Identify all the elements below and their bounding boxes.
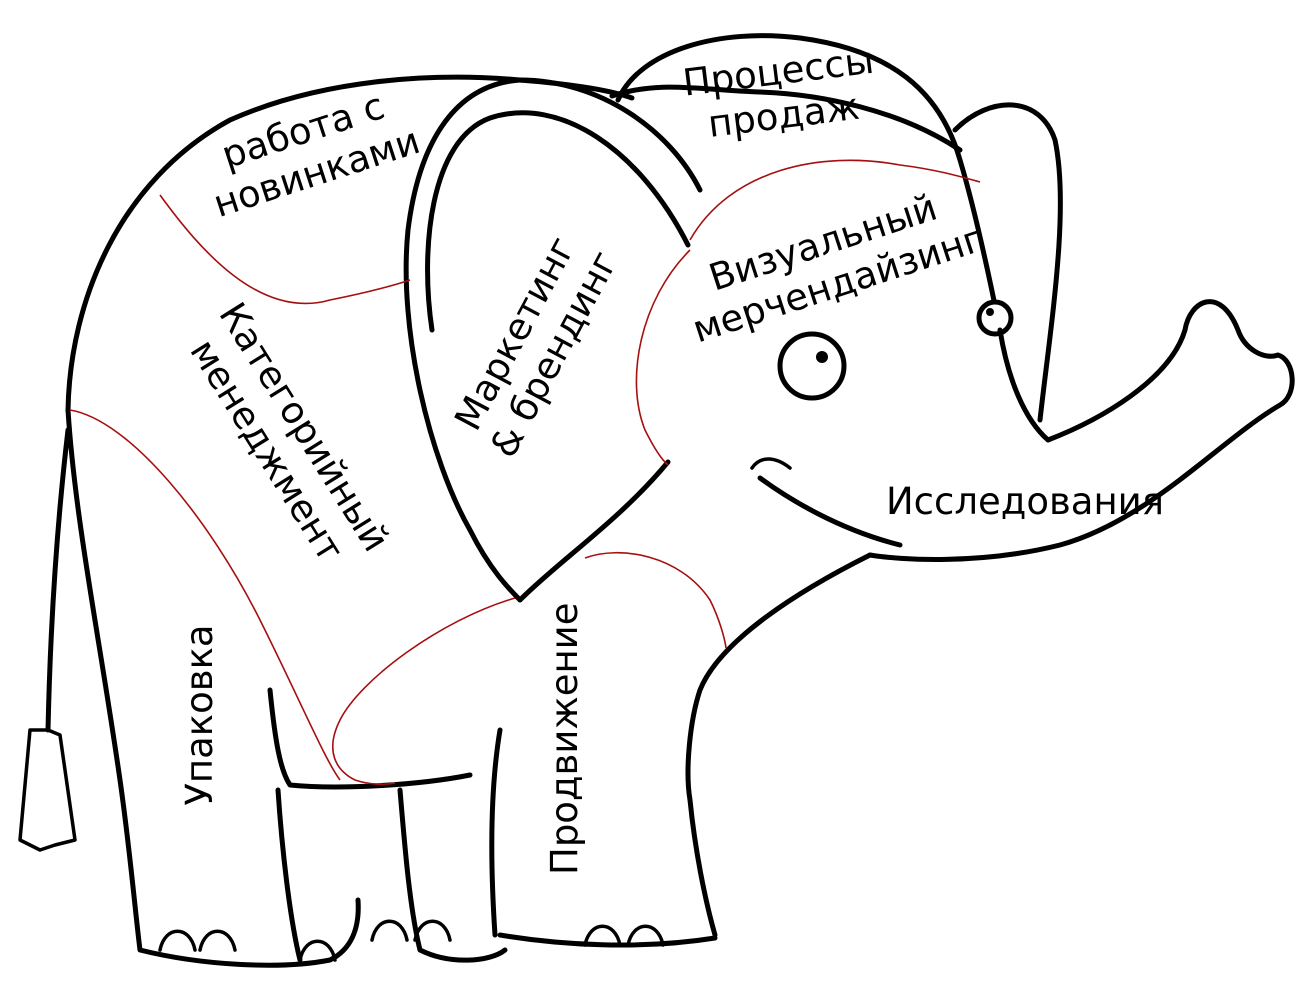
smile-outline — [760, 478, 900, 545]
boundary-promotion — [585, 553, 726, 648]
toes — [160, 921, 663, 960]
label-packaging: Упаковка — [178, 615, 222, 815]
label-research: Исследования — [880, 480, 1170, 524]
boundary-packaging — [333, 598, 515, 784]
front-feet-outline — [500, 935, 715, 945]
earring-icon — [979, 302, 1011, 334]
tail-tuft — [20, 730, 75, 850]
ear-bottom-outline — [520, 462, 668, 600]
tail-outline — [48, 430, 68, 730]
label-promotion: Продвижение — [543, 645, 587, 875]
boundary-novelties — [160, 195, 410, 303]
eye-pupil — [816, 351, 828, 363]
eye-icon — [780, 334, 844, 398]
